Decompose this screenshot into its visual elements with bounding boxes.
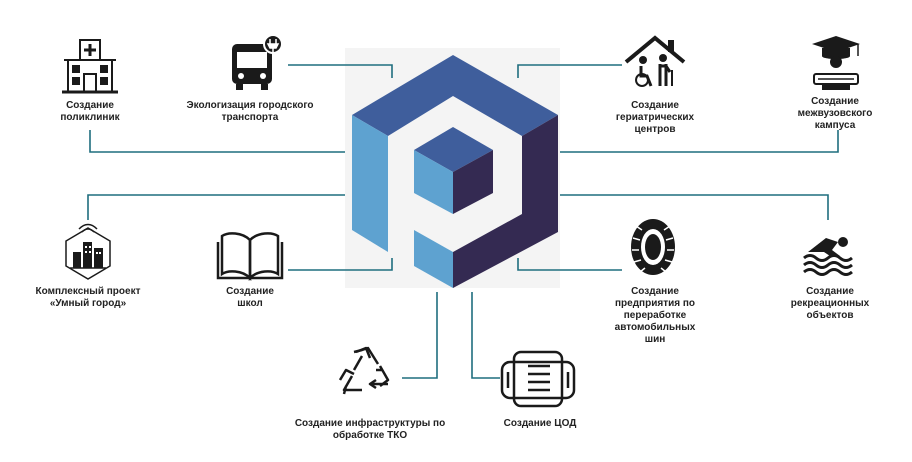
cube-inner-left	[414, 150, 453, 214]
data-center-icon	[500, 350, 576, 408]
label-clinics: Создание поликлиник	[60, 100, 120, 123]
label-waste: Создание инфраструктуры по обработке ТКО	[294, 418, 446, 441]
cube-inner-right	[453, 150, 493, 214]
connector-clinics	[89, 130, 345, 153]
cube-inner-top	[414, 127, 493, 172]
cube-lower-left	[414, 230, 453, 288]
label-datacenter: Создание ЦОД	[503, 418, 577, 429]
label-recreation: Создание рекреационных объектов	[790, 286, 870, 321]
tire-icon	[631, 219, 675, 275]
connector-waste	[402, 292, 438, 379]
label-tires: Создание предприятия по переработке авто…	[614, 286, 696, 345]
elderly-care-home-icon	[624, 35, 686, 87]
cube-outer-right	[453, 115, 558, 288]
label-campus: Создание межвузовского кампуса	[797, 96, 873, 131]
connector-recreation	[560, 194, 829, 220]
label-transport: Экологизация городского транспорта	[186, 100, 314, 123]
connector-campus	[560, 130, 839, 153]
hospital-icon	[62, 39, 118, 94]
connector-smartcity	[87, 194, 345, 220]
connector-datacenter	[471, 292, 500, 379]
label-smartcity: Комплексный проект «Умный город»	[35, 286, 141, 309]
smart-city-icon	[65, 223, 111, 280]
graduation-icon	[812, 36, 860, 90]
label-schools: Создание школ	[226, 286, 274, 309]
connector-transport	[288, 64, 393, 78]
swimmer-icon	[803, 237, 853, 276]
connector-schools	[288, 258, 393, 271]
recycle-icon	[338, 346, 390, 395]
central-cube-logo	[345, 48, 560, 288]
cube-outer-top	[352, 55, 558, 136]
open-book-icon	[216, 232, 284, 282]
electric-bus-icon	[232, 34, 283, 90]
connector-tires	[517, 258, 622, 271]
cube-outer-left	[352, 115, 388, 252]
label-geriatric: Создание гериатрических центров	[615, 100, 695, 135]
connectors	[87, 64, 839, 379]
connector-geriatric	[517, 64, 622, 78]
